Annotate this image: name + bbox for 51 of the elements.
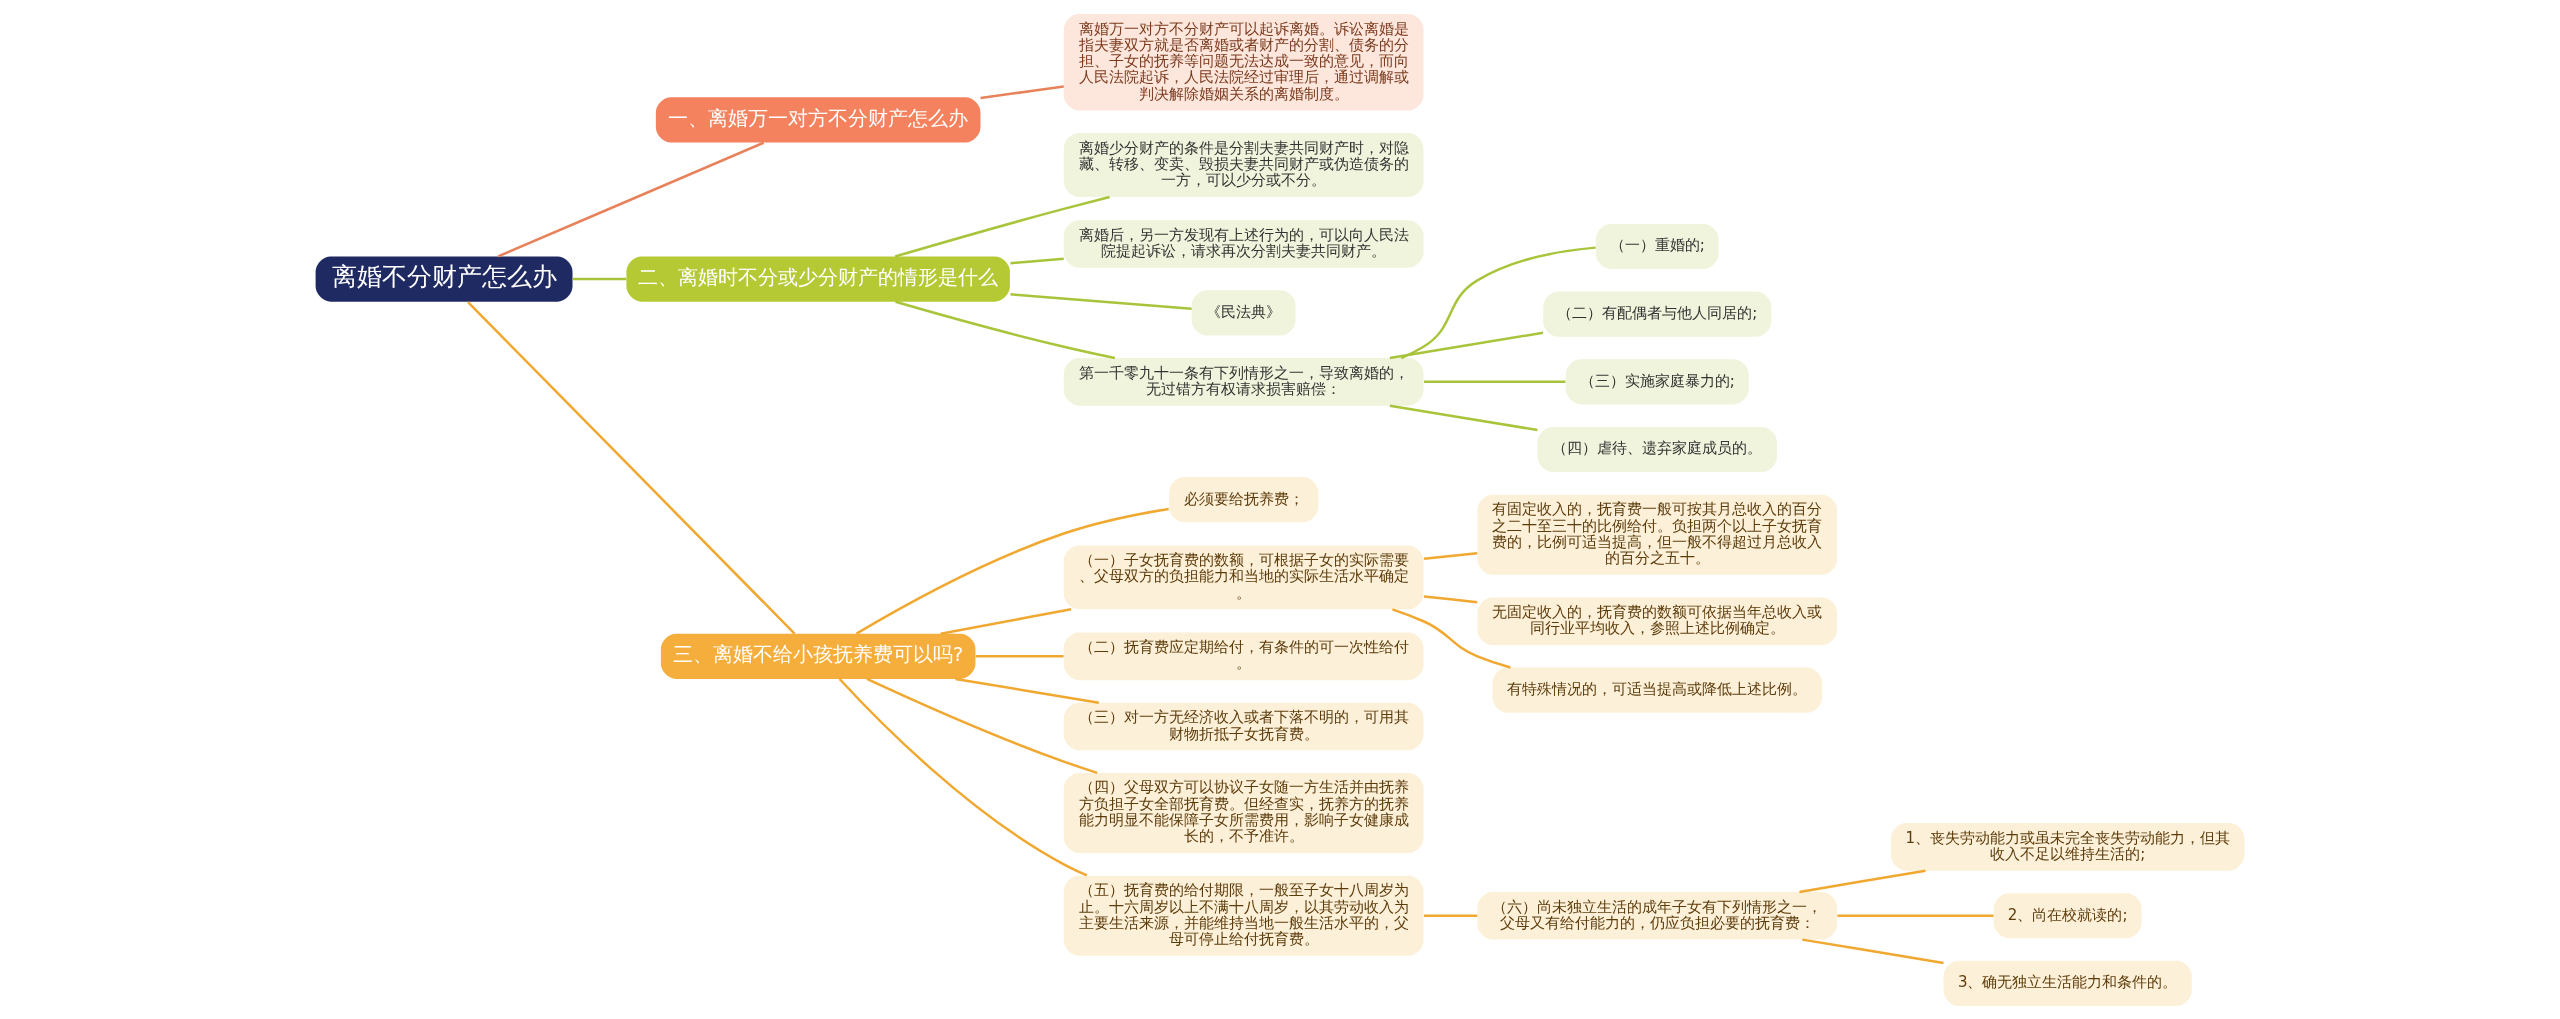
- connector: [1423, 594, 1478, 603]
- node-box: 三、离婚不给小孩抚养费可以吗?: [660, 633, 976, 679]
- node-box: 《民法典》: [1191, 289, 1296, 335]
- node-box: （五）抚育费的给付期限，一般至子女十八周岁为止。十六周岁以上不满十八周岁，以其劳动收入为主要生活来源，并能维持当地一般生活水平的，父母可停止给付抚育费。: [1063, 875, 1424, 956]
- node-box: （三）对一方无经济收入或者下落不明的，可用其财物折抵子女抚育费。: [1063, 702, 1424, 750]
- connector: [894, 195, 1110, 258]
- node-box: （三）实施家庭暴力的;: [1565, 358, 1749, 404]
- node-box: 离婚不分财产怎么办: [315, 256, 573, 302]
- connector: [895, 300, 1116, 359]
- node-box: （一）子女抚育费的数额，可根据子女的实际需要、父母双方的负担能力和当地的实际生活水平确定。: [1063, 544, 1424, 609]
- connector: [838, 677, 1088, 877]
- node-box: 有特殊情况的，可适当提高或降低上述比例。: [1492, 667, 1823, 713]
- connector: [1010, 292, 1192, 310]
- node-box: （二）有配偶者与他人同居的;: [1543, 291, 1772, 337]
- connector: [1389, 331, 1544, 359]
- connector: [1424, 914, 1478, 917]
- node-box: （四）虐待、遗弃家庭成员的。: [1537, 426, 1777, 472]
- node-box: 离婚少分财产的条件是分割夫妻共同财产时，对隐藏、转移、变卖、毁损夫妻共同财产或伪造债务的一方，可以少分或不分。: [1063, 132, 1424, 197]
- connector: [1392, 607, 1511, 669]
- node-box: 2、尚在校就读的;: [1993, 892, 2142, 938]
- connector: [980, 84, 1064, 99]
- connector: [1802, 937, 1944, 964]
- node-box: （二）抚育费应定期给付，有条件的可一次性给付。: [1063, 632, 1424, 680]
- node-box: 3、确无独立生活能力和条件的。: [1943, 960, 2192, 1006]
- connector: [497, 141, 765, 258]
- connector: [1799, 868, 1926, 893]
- connector: [572, 277, 627, 280]
- connector: [1837, 914, 1994, 917]
- connector: [866, 677, 1098, 774]
- node-box: 第一千零九十一条有下列情形之一，导致离婚的，无过错方有权请求损害赔偿：: [1063, 357, 1424, 406]
- connector: [467, 300, 796, 634]
- node-box: 离婚后，另一方发现有上述行为的，可以向人民法院提起诉讼，请求再次分割夫妻共同财产。: [1063, 219, 1424, 268]
- node-box: 一、离婚万一对方不分财产怎么办: [655, 96, 981, 142]
- node-box: 二、离婚时不分或少分财产的情形是什么: [626, 256, 1010, 302]
- connector: [955, 677, 1100, 704]
- connector: [940, 607, 1072, 635]
- connector: [1389, 403, 1538, 431]
- node-box: （四）父母双方可以协议子女随一方生活并由抚养方负担子女全部抚育费。但经查实，抚养方的抚养能力明显不能保障子女所需费用，影响子女健康成长的，不予准许。: [1063, 772, 1424, 853]
- node-box: 无固定收入的，抚育费的数额可依据当年总收入或同行业平均收入，参照上述比例确定。: [1477, 596, 1838, 645]
- node-box: （一）重婚的;: [1595, 223, 1719, 269]
- connector: [1010, 257, 1064, 264]
- connector: [975, 654, 1064, 658]
- connector: [1400, 245, 1596, 359]
- node-box: 1、丧失劳动能力或虽未完全丧失劳动能力，但其收入不足以维持生活的;: [1891, 822, 2245, 871]
- node-box: 离婚万一对方不分财产可以起诉离婚。诉讼离婚是指夫妻双方就是否离婚或者财产的分割、债务的分担、子女的抚养等问题无法达成一致的意见，而向人民法院起诉，人民法院经过审理后，通过调解或判决解除婚姻关系的离婚制度。: [1063, 13, 1424, 110]
- connector: [855, 507, 1169, 635]
- node-box: （六）尚未独立生活的成年子女有下列情形之一，父母又有给付能力的，仍应负担必要的抚育费：: [1477, 891, 1838, 940]
- node-box: 必须要给抚养费；: [1169, 476, 1319, 522]
- node-box: 有固定收入的，抚育费一般可按其月总收入的百分之二十至三十的比例给付。负担两个以上子女抚育费的，比例可适当提高，但一般不得超过月总收入的百分之五十。: [1477, 494, 1838, 575]
- connector: [1424, 380, 1566, 383]
- connector: [1423, 551, 1478, 560]
